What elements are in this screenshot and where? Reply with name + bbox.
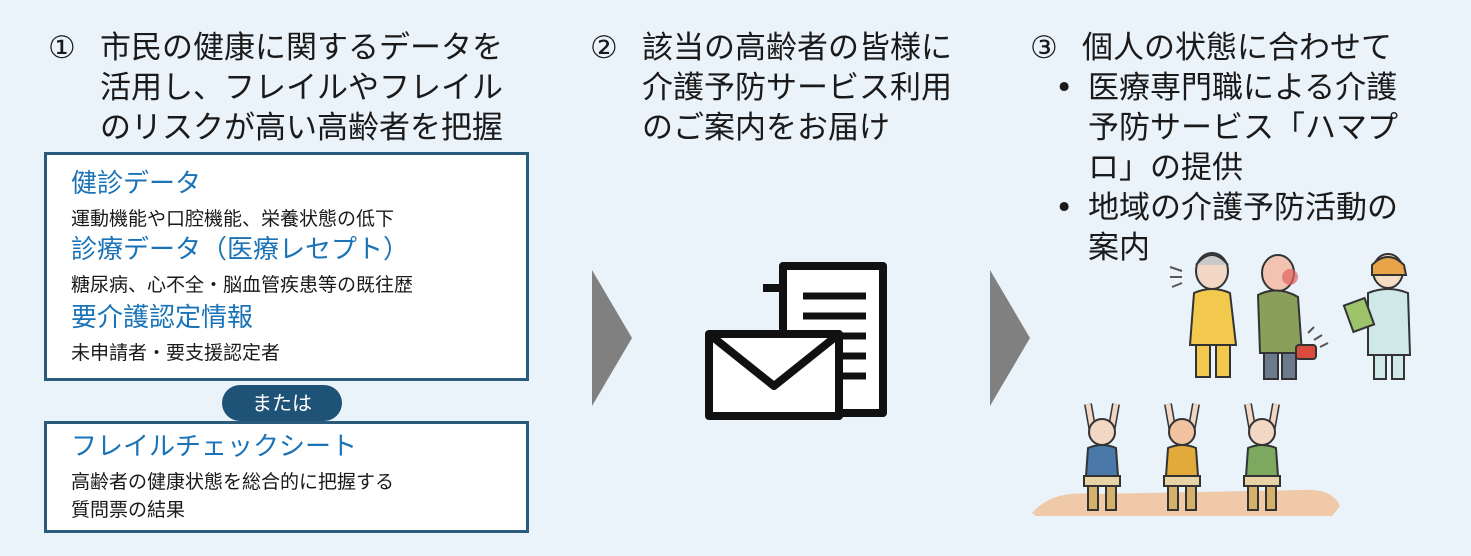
medical-claims-title: 診療データ（医療レセプト）: [71, 235, 409, 265]
step2-line-3: のご案内をお届け: [642, 108, 890, 148]
frailty-check-detail-2: 質問票の結果: [71, 498, 185, 522]
step3-number: ③: [1030, 28, 1058, 68]
flow-arrow-2: [990, 270, 1030, 406]
seated-exercise-illustration: [1032, 398, 1342, 523]
step1-number: ①: [48, 28, 76, 68]
frailty-check-detail-1: 高齢者の健康状態を総合的に把握する: [71, 470, 394, 494]
or-connector-badge: または: [222, 385, 342, 421]
care-certification-detail: 未申請者・要支援認定者: [71, 341, 280, 365]
step3-bullet-2-line-2: 案内: [1088, 228, 1150, 268]
health-checkup-detail: 運動機能や口腔機能、栄養状態の低下: [71, 207, 394, 231]
frailty-check-box: フレイルチェックシート 高齢者の健康状態を総合的に把握する 質問票の結果: [44, 421, 529, 533]
step1-line-2: 活用し、フレイルやフレイル: [100, 68, 503, 108]
step3-title: 個人の状態に合わせて: [1082, 28, 1392, 68]
care-certification-title: 要介護認定情報: [71, 303, 253, 333]
health-checkup-title: 健診データ: [71, 169, 201, 199]
step3-bullet-1-line-1: 医療専門職による介護: [1088, 68, 1397, 108]
step3-heading: ③ 個人の状態に合わせて: [1030, 28, 1450, 68]
medical-claims-detail: 糖尿病、心不全・脳血管疾患等の既往歴: [71, 273, 413, 297]
step3-bullet-2-line-1: 地域の介護予防活動の: [1088, 188, 1398, 228]
step2-number: ②: [590, 28, 618, 68]
envelope-document-icon: [703, 258, 893, 423]
step2-line-2: 介護予防サービス利用: [642, 68, 952, 108]
frailty-check-title: フレイルチェックシート: [71, 432, 357, 462]
step3-bullet-2-marker: •: [1055, 188, 1073, 228]
step3-bullet-1-line-3: ロ」の提供: [1088, 148, 1243, 188]
step1-line-1: 市民の健康に関するデータを: [100, 28, 503, 68]
step1-line-3: のリスクが高い高齢者を把握: [100, 108, 503, 148]
step3-bullet-1-marker: •: [1055, 68, 1073, 108]
flow-arrow-1: [592, 270, 632, 406]
medical-professional-illustration: [1160, 245, 1420, 380]
step2-heading: ② 該当の高齢者の皆様に 介護予防サービス利用 のご案内をお届け: [590, 28, 990, 153]
step1-heading: ① 市民の健康に関するデータを 活用し、フレイルやフレイル のリスクが高い高齢者…: [48, 28, 528, 153]
step2-line-1: 該当の高齢者の皆様に: [642, 28, 952, 68]
data-sources-box: 健診データ 運動機能や口腔機能、栄養状態の低下 診療データ（医療レセプト） 糖尿…: [44, 152, 529, 381]
step3-bullet-1-line-2: 予防サービス「ハマプ: [1088, 108, 1398, 148]
